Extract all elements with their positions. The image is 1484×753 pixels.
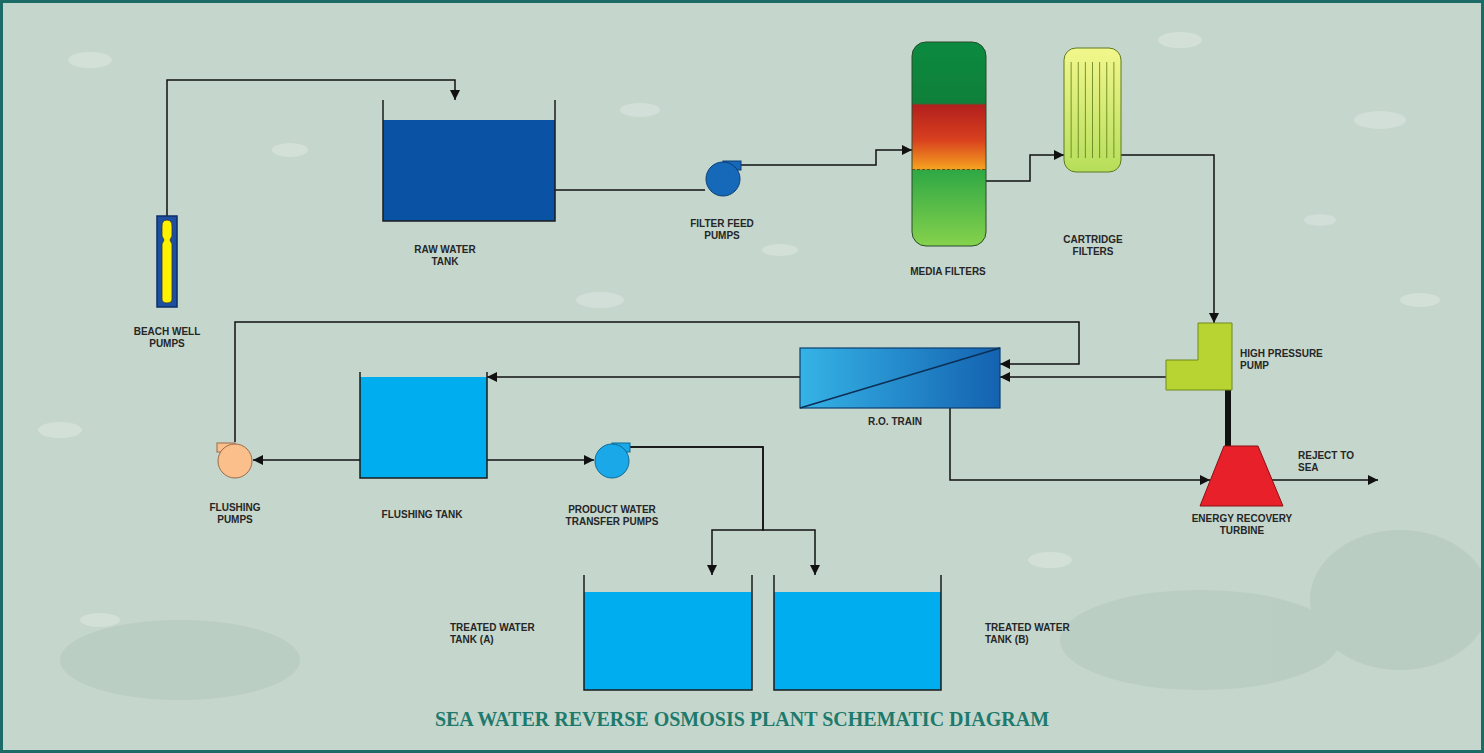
pump-body bbox=[218, 444, 252, 478]
high-pressure-pump: HIGH PRESSURE PUMP bbox=[1166, 323, 1232, 390]
tank-wall bbox=[360, 372, 487, 478]
cartridge-element bbox=[1113, 62, 1114, 158]
pipe-line bbox=[741, 150, 912, 165]
tank-wall bbox=[584, 575, 752, 690]
diagram-title: SEA WATER REVERSE OSMOSIS PLANT SCHEMATI… bbox=[0, 708, 1484, 731]
tank-wall bbox=[774, 575, 941, 690]
pipe-line bbox=[253, 459, 360, 461]
node-outline bbox=[383, 100, 555, 221]
node-label: ENERGY RECOVERY TURBINE bbox=[1182, 513, 1302, 537]
cartridge-vessel bbox=[1064, 48, 1121, 172]
cartridge-element bbox=[1099, 62, 1100, 158]
node-label: FLUSHING PUMPS bbox=[195, 502, 275, 526]
flushing-pump: FLUSHING PUMPS bbox=[217, 442, 253, 478]
pipe-line bbox=[487, 459, 594, 461]
node-outline bbox=[1064, 48, 1121, 172]
treated-water-tank: TREATED WATER TANK (B) bbox=[774, 575, 941, 690]
beach-well-pump: BEACH WELL PUMPS bbox=[157, 216, 177, 307]
node-label: CARTRIDGE FILTERS bbox=[1048, 234, 1138, 258]
water-fill bbox=[383, 120, 555, 221]
cartridge-element bbox=[1078, 62, 1079, 158]
filter-vessel bbox=[912, 42, 986, 246]
node-label: FLUSHING TANK bbox=[352, 509, 492, 521]
node-label: TREATED WATER TANK (B) bbox=[985, 622, 1095, 646]
node-outline bbox=[774, 575, 941, 690]
water-fill bbox=[360, 377, 487, 478]
pipe-line bbox=[630, 447, 815, 575]
node-outline bbox=[217, 442, 253, 478]
ro-train: R.O. TRAIN bbox=[800, 348, 1000, 408]
fish-texture bbox=[38, 32, 1440, 627]
cartridge-element bbox=[1092, 62, 1093, 158]
treated-water-tank: TREATED WATER TANK (A) bbox=[584, 575, 752, 690]
pipe-line bbox=[1000, 376, 1166, 378]
cartridge-element bbox=[1106, 62, 1107, 158]
node-label: PRODUCT WATER TRANSFER PUMPS bbox=[556, 504, 668, 528]
coral-texture bbox=[60, 530, 1484, 700]
pump-body bbox=[595, 444, 629, 478]
pump-motor bbox=[162, 220, 172, 303]
node-label: HIGH PRESSURE PUMP bbox=[1240, 348, 1348, 372]
node-label: MEDIA FILTERS bbox=[883, 266, 1013, 278]
node-label: BEACH WELL PUMPS bbox=[122, 326, 212, 350]
media-filter: MEDIA FILTERS bbox=[912, 42, 986, 246]
water-fill bbox=[584, 592, 752, 690]
node-label: FILTER FEED PUMPS bbox=[675, 218, 770, 242]
pump-body bbox=[1166, 323, 1232, 390]
node-outline bbox=[800, 348, 1000, 408]
membrane-line bbox=[800, 348, 1000, 408]
media-layer-line bbox=[912, 169, 986, 170]
filter-feed-pump: FILTER FEED PUMPS bbox=[705, 160, 741, 196]
tank-wall bbox=[383, 100, 555, 221]
flushing-tank: FLUSHING TANK bbox=[360, 372, 487, 478]
cartridge-element bbox=[1085, 62, 1086, 158]
pipe-line bbox=[487, 376, 800, 378]
drive-shaft bbox=[1225, 390, 1231, 446]
pipe-line bbox=[1121, 155, 1214, 323]
cartridge-element bbox=[1071, 62, 1072, 158]
membrane-vessel bbox=[800, 348, 1000, 408]
water-fill bbox=[774, 592, 941, 690]
node-outline bbox=[1166, 323, 1232, 390]
node-outline bbox=[157, 216, 177, 307]
node-label: R.O. TRAIN bbox=[835, 416, 955, 428]
node-label: RAW WATER TANK bbox=[405, 244, 485, 268]
turbine-body bbox=[1200, 446, 1283, 506]
node-outline bbox=[1200, 446, 1283, 506]
node-outline bbox=[912, 42, 986, 246]
node-outline bbox=[594, 442, 630, 478]
node-outline bbox=[705, 160, 741, 196]
cartridge-filter: CARTRIDGE FILTERS bbox=[1064, 48, 1121, 172]
node-outline bbox=[360, 372, 487, 478]
node-outline bbox=[584, 575, 752, 690]
pipe-line bbox=[986, 155, 1064, 181]
raw-water-tank: RAW WATER TANK bbox=[383, 100, 555, 221]
outlet-label: REJECT TO SEA bbox=[1298, 450, 1358, 474]
pipe-line bbox=[555, 189, 705, 191]
reject-arrow bbox=[1272, 479, 1378, 481]
node-label: TREATED WATER TANK (A) bbox=[450, 622, 560, 646]
product-water-pump: PRODUCT WATER TRANSFER PUMPS bbox=[594, 442, 630, 478]
energy-recovery-turbine: ENERGY RECOVERY TURBINE bbox=[1200, 446, 1283, 506]
pump-casing bbox=[157, 216, 177, 307]
pipe-line bbox=[950, 408, 1210, 480]
pump-body bbox=[706, 162, 740, 196]
